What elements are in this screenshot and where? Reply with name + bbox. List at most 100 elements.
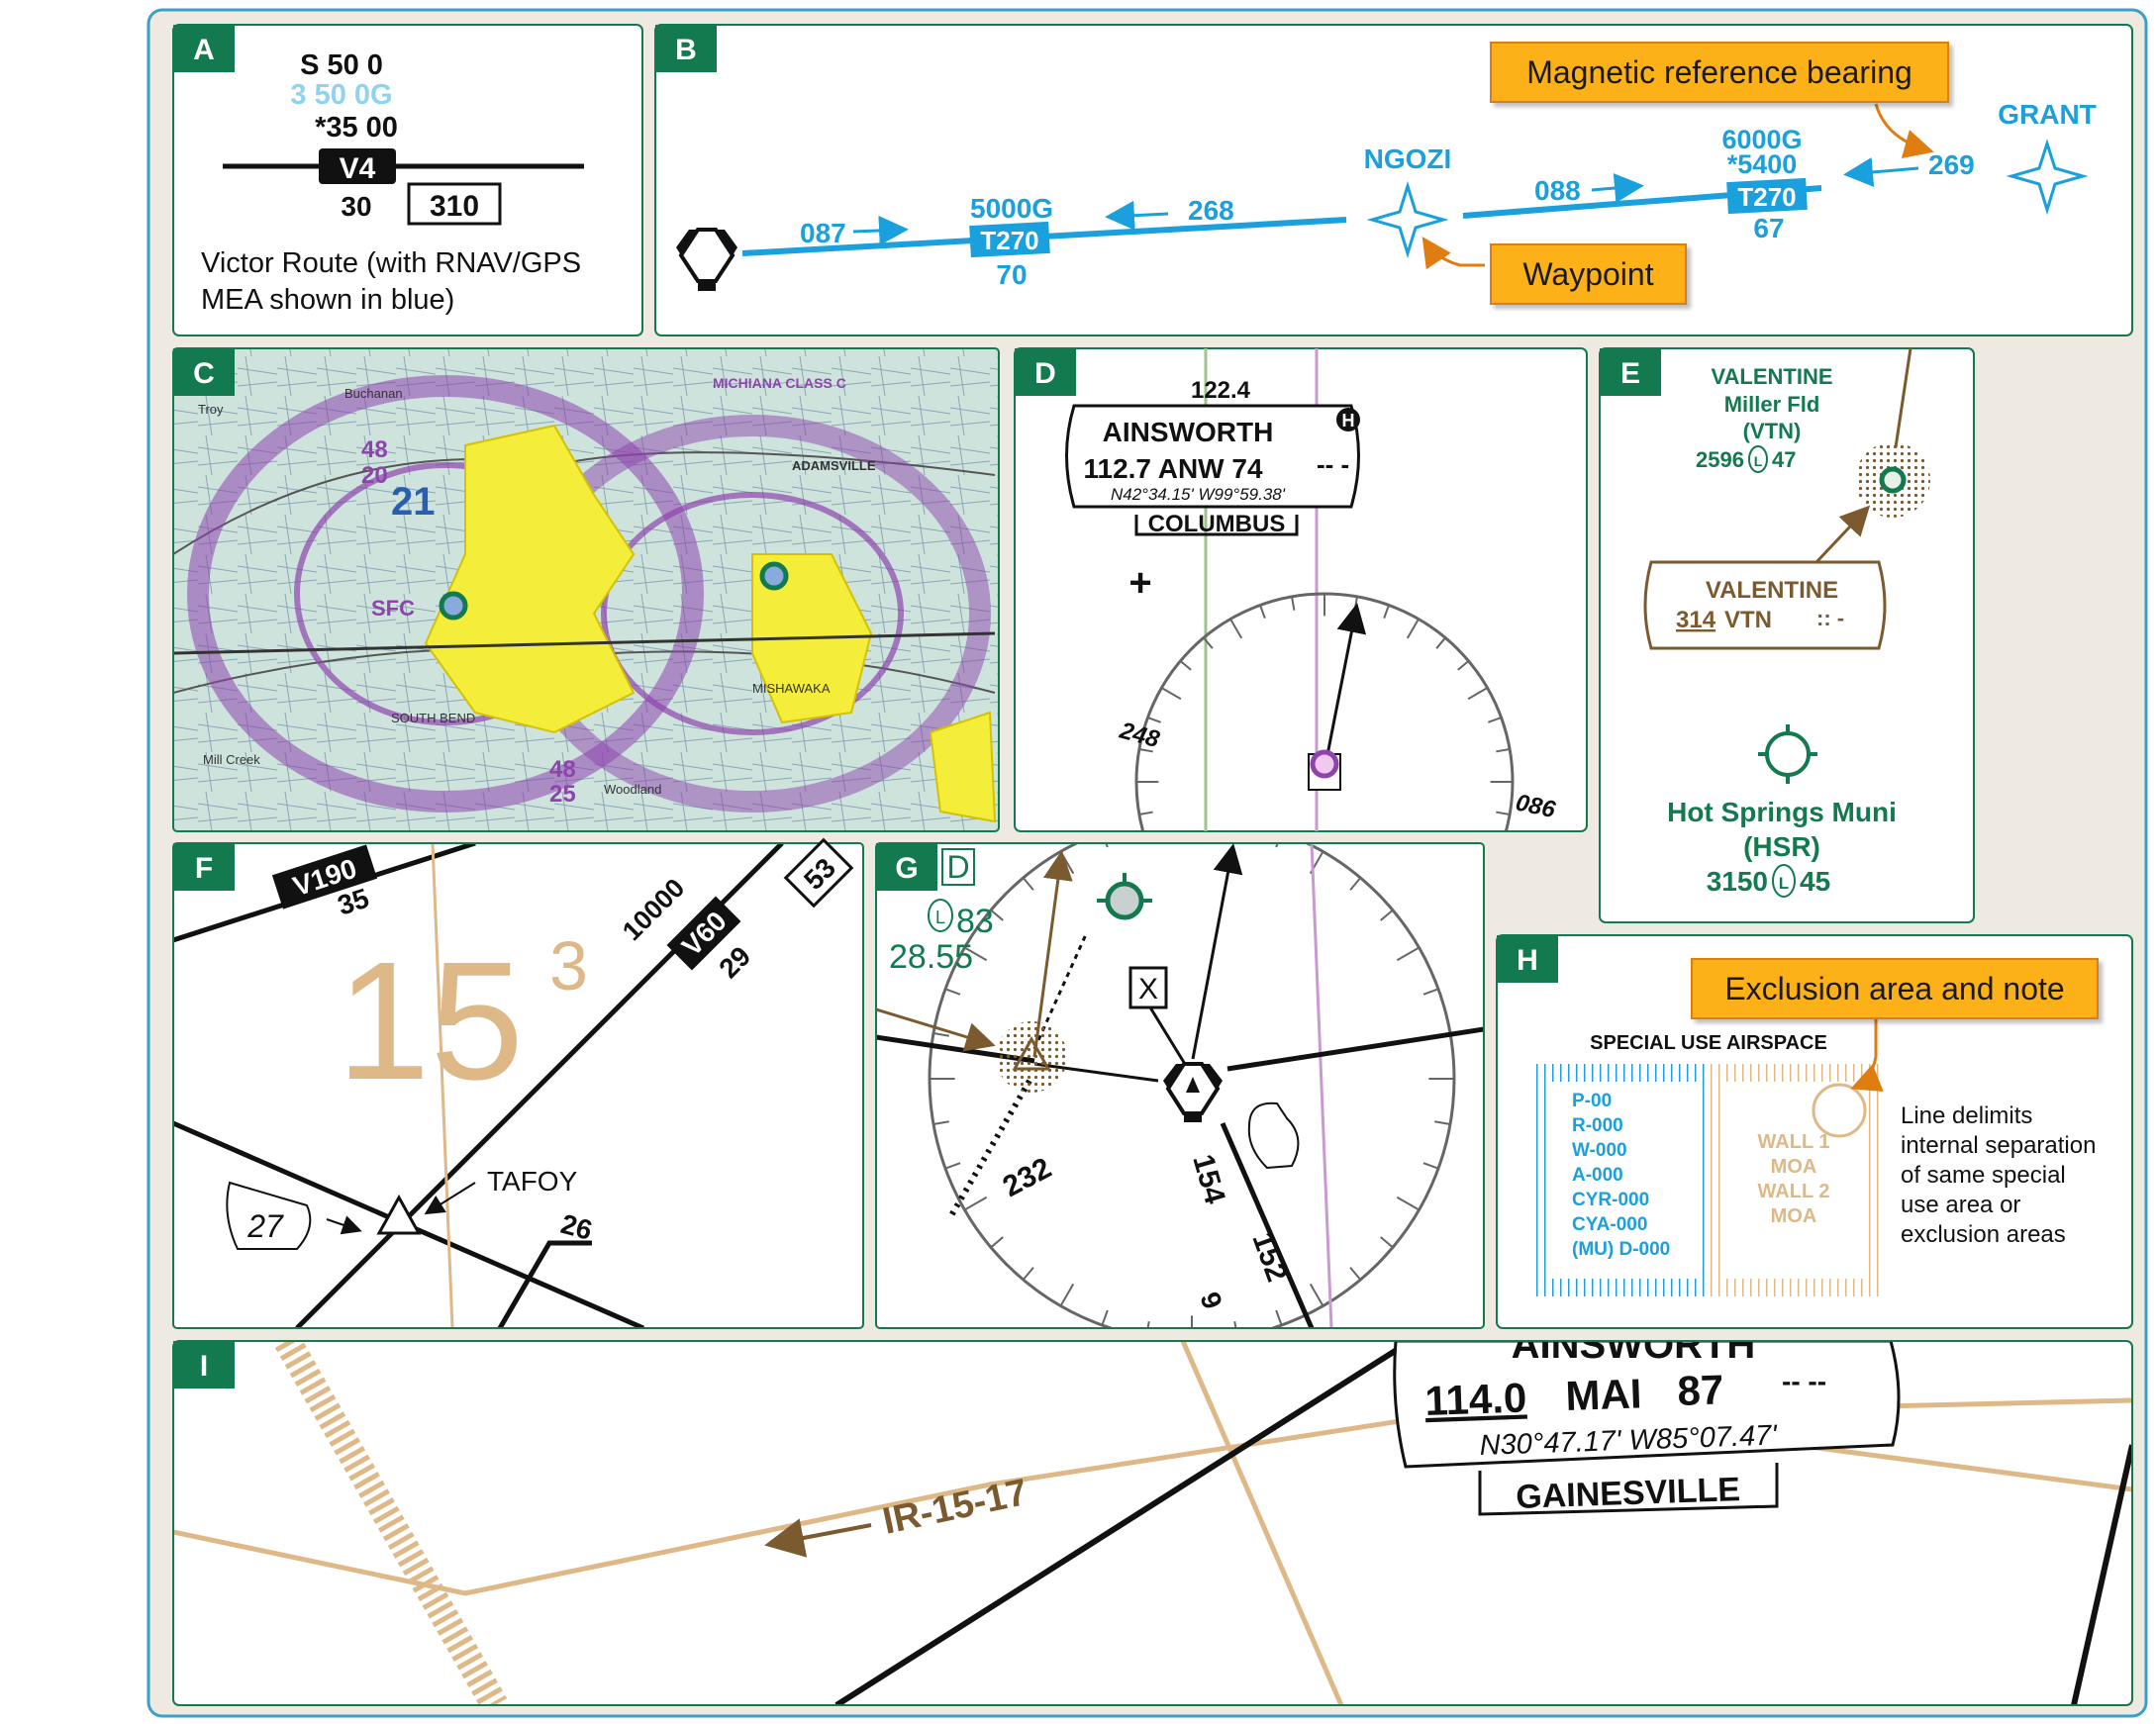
airport2-name: Hot Springs Muni	[1667, 797, 1897, 827]
airport-id: (VTN)	[1743, 419, 1802, 443]
sua-note-line: Line delimits	[1901, 1102, 2032, 1129]
d-box	[941, 848, 975, 886]
compass-tick	[1380, 1236, 1394, 1249]
fix-triangle-icon	[376, 1194, 422, 1235]
v190-box	[271, 844, 378, 910]
compass-tick	[1349, 877, 1362, 891]
ndb-arrow-e	[1814, 505, 1871, 564]
vortac-icon	[676, 228, 737, 291]
route-bearing: 30	[341, 191, 371, 222]
map-label-mishawaka: MISHAWAKA	[752, 681, 831, 696]
leg1-outbound-bearing: 087	[800, 218, 846, 248]
fss-name: COLUMBUS	[1148, 511, 1286, 537]
compass-tick	[1349, 1267, 1362, 1281]
waypoint-grant-icon	[2006, 139, 2089, 216]
compass-tick	[1291, 596, 1296, 611]
ndb-triangle-g	[1012, 1035, 1051, 1071]
sua-item: A-000	[1572, 1165, 1623, 1186]
leg1-mea: 5000G	[970, 193, 1053, 224]
altimeter-g: 28.55	[889, 938, 973, 976]
panel-c-tag: C	[193, 357, 215, 390]
panel-b-tag: B	[675, 34, 697, 66]
panel-d-tag: D	[1034, 357, 1056, 390]
compass-tick	[944, 1162, 961, 1170]
map-label-48-bottom: 48	[549, 756, 576, 783]
panel-e-tag: E	[1620, 357, 1640, 390]
leg2-outbound-bearing: 088	[1534, 175, 1581, 206]
magenta-line-g	[1310, 844, 1333, 1327]
fix-bearing: 27	[246, 1208, 284, 1244]
compass-tick	[1022, 877, 1034, 891]
compass-tick	[990, 909, 1004, 921]
fss-box-i	[1478, 1463, 1779, 1516]
waypoint-ngozi-label: NGOZI	[1364, 144, 1452, 174]
navaid-freq: 122.4	[1191, 377, 1251, 404]
compass-tick	[1259, 605, 1266, 619]
airport2-elevation: 3150	[1707, 866, 1768, 897]
panel-i-tag: I	[200, 1350, 208, 1383]
panel-h: H SPECIAL USE AIRSPACE P-00R-000W-000A-0…	[1496, 934, 2133, 1329]
airport-icon-e	[1879, 466, 1907, 494]
airport-icon-d	[1310, 749, 1339, 779]
x-leader	[1148, 1006, 1190, 1070]
compass-tick	[1105, 844, 1109, 848]
exclusion-callout-leader	[1850, 1019, 1884, 1092]
compass-tick	[964, 1196, 988, 1211]
black-route-right-i	[2071, 1444, 2131, 1704]
compass-tick	[1496, 748, 1511, 753]
course-line-e	[1894, 347, 1912, 448]
panel-a: A S 50 0 3 50 0G *35 00 V4 30 310 Victor…	[172, 24, 643, 336]
sua-item: R-000	[1572, 1115, 1623, 1136]
navaid-channel-i: 87	[1677, 1366, 1724, 1414]
navaid-freq-i: 114.0	[1424, 1374, 1527, 1424]
compass-tick	[1380, 909, 1394, 921]
map-label-mill-creek: Mill Creek	[203, 752, 260, 767]
compass-tick	[1138, 748, 1153, 753]
leg2-route-box	[1726, 177, 1808, 215]
moca-label: *35 00	[315, 112, 398, 144]
map-label-buchanan: Buchanan	[344, 386, 403, 401]
grid-mef-number: 15	[337, 927, 524, 1115]
lighting-label: L	[1754, 453, 1763, 469]
compass-tick	[1434, 1120, 1451, 1126]
compass-tick	[1435, 636, 1446, 649]
sua-item: CYR-000	[1572, 1190, 1649, 1210]
compass-tick	[1233, 1321, 1237, 1327]
compass-tick	[1396, 946, 1420, 962]
gps-mea-label: 3 50 0G	[290, 79, 392, 111]
panel-c: MICHIANA CLASS C ADAMSVILLE SOUTH BEND M…	[172, 347, 1000, 832]
mea-label: S 50 0	[300, 49, 383, 81]
vortac-icon-g	[1163, 1062, 1223, 1122]
airport-field: Miller Fld	[1724, 392, 1820, 417]
compass-tick	[1383, 605, 1390, 619]
wall1-label: WALL 1	[1758, 1131, 1830, 1153]
ndb-morse-icon: :: -	[1816, 606, 1844, 630]
compass-tick	[1059, 1283, 1075, 1306]
leg1-distance: 70	[996, 259, 1027, 290]
airport2-id: (HSR)	[1743, 831, 1820, 862]
waypoint-callout-leader	[1421, 237, 1485, 270]
hatched-route-i	[274, 1342, 508, 1704]
leg2-outbound-arrow	[1591, 173, 1644, 203]
bearing-callout-leader	[1874, 103, 1934, 158]
compass-tick	[1147, 717, 1161, 723]
brown-arrow-left-g	[875, 1007, 996, 1052]
compass-tick	[964, 946, 988, 962]
panel-h-tag: H	[1517, 944, 1538, 977]
sua-item: CYA-000	[1572, 1214, 1647, 1235]
black-route-i	[834, 1342, 1413, 1704]
panel-a-tag: A	[193, 34, 215, 66]
fix-pointer	[424, 1182, 476, 1215]
wall2-label: WALL 2	[1758, 1181, 1830, 1202]
compass-tick	[1457, 660, 1470, 671]
leg1-route-id: T270	[980, 226, 1038, 255]
fix-name: TAFOY	[487, 1166, 578, 1197]
airport-runway: 47	[1772, 447, 1796, 472]
panel-g-tag: G	[895, 852, 918, 885]
fix-bearing-arrow	[326, 1215, 362, 1235]
leg2-route-id: T270	[1737, 182, 1796, 212]
compass-tick	[932, 1031, 949, 1037]
mileage-value: 310	[430, 190, 479, 223]
compass-tick	[1275, 844, 1279, 848]
airport-name: VALENTINE	[1711, 364, 1832, 389]
